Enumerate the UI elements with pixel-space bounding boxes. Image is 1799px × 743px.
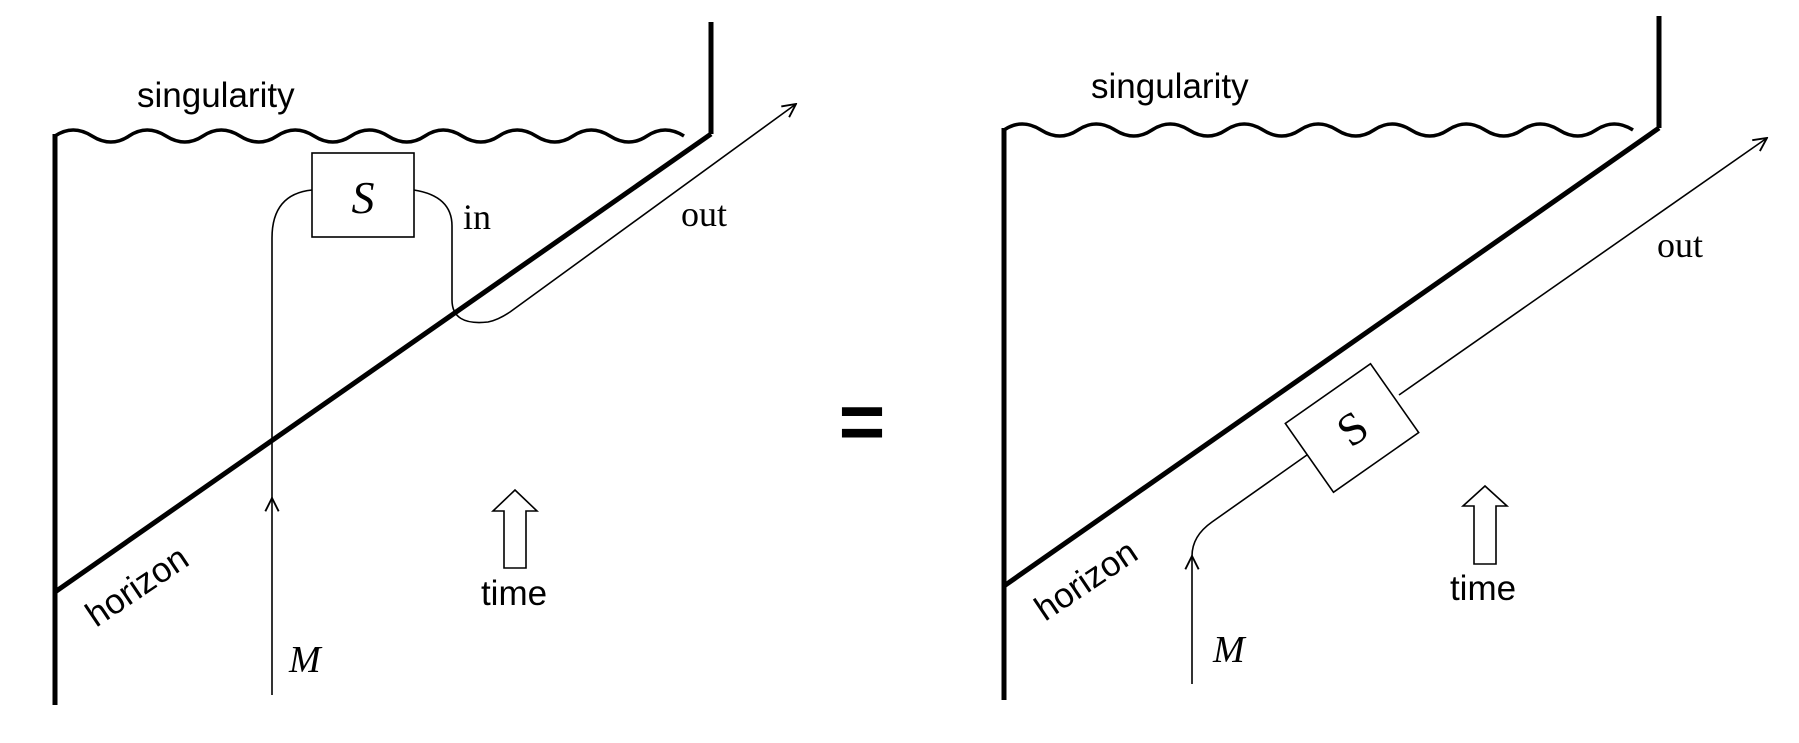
s-box-label: S <box>352 172 375 223</box>
horizon-label: horizon <box>1028 532 1145 629</box>
singularity-label: singularity <box>1091 67 1249 106</box>
right-diagram: S singularity out horizon time M <box>1001 16 1767 700</box>
m-worldline-upper <box>1191 449 1315 557</box>
out-label: out <box>681 194 727 234</box>
time-arrow-icon <box>1460 484 1510 565</box>
left-diagram: S singularity in out horizon time M <box>52 22 796 705</box>
in-label: in <box>463 197 491 237</box>
mass-label: M <box>288 639 323 681</box>
singularity-line <box>54 128 685 144</box>
horizon-line <box>1002 125 1661 589</box>
equals-sign: = <box>839 377 886 466</box>
out-label: out <box>1657 225 1703 265</box>
singularity-line <box>1003 122 1634 138</box>
time-label: time <box>481 574 547 613</box>
in-line <box>413 104 796 324</box>
s-box <box>311 152 415 238</box>
singularity-label: singularity <box>137 76 295 115</box>
m-worldline-upper <box>271 189 313 498</box>
time-arrow-icon <box>491 488 539 569</box>
horizon-line <box>53 131 713 595</box>
time-label: time <box>1450 569 1516 608</box>
s-box: S <box>1284 362 1420 494</box>
mass-label: M <box>1212 629 1247 671</box>
horizon-label: horizon <box>79 538 196 635</box>
out-line <box>1398 138 1767 396</box>
